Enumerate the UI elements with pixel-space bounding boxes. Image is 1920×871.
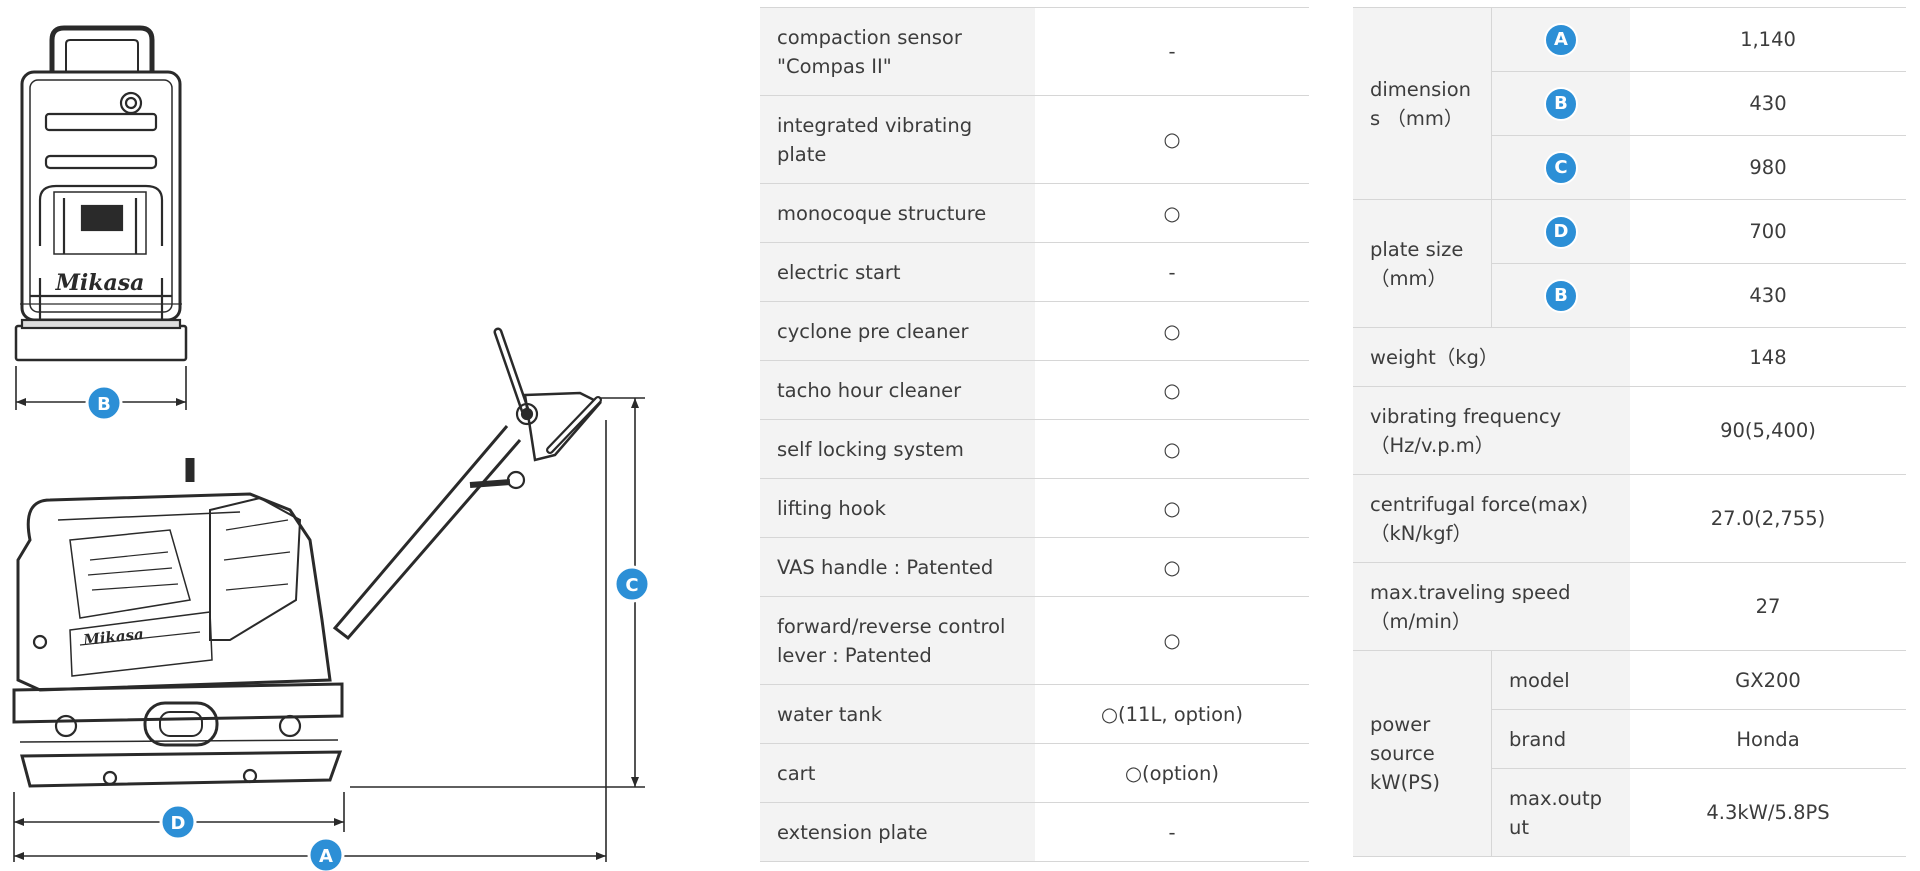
power-sub-value: Honda — [1630, 709, 1906, 769]
table-row: centrifugal force(max) （kN/kgf） 27.0(2,7… — [1353, 474, 1906, 563]
table-row: electric start - — [760, 242, 1309, 302]
badge-d: D — [1544, 214, 1578, 249]
dimension-value: 430 — [1630, 71, 1906, 136]
dimensions-label: dimension s （mm） — [1353, 7, 1492, 200]
dimension-badge-cell: B — [1491, 71, 1630, 136]
feature-label: extension plate — [760, 802, 1035, 862]
feature-value: ○ — [1035, 301, 1309, 361]
feature-label: monocoque structure — [760, 183, 1035, 243]
plate-badge-cell: B — [1491, 263, 1630, 328]
max-traveling-speed-label: max.traveling speed （m/min） — [1353, 562, 1630, 651]
power-sub-value: 4.3kW/5.8PS — [1630, 768, 1906, 857]
badge-c-label: C — [625, 575, 638, 596]
table-row: cart ○(option) — [760, 743, 1309, 803]
power-sub-label: brand — [1491, 709, 1630, 769]
table-row: self locking system ○ — [760, 419, 1309, 479]
feature-label: VAS handle : Patented — [760, 537, 1035, 597]
table-row: lifting hook ○ — [760, 478, 1309, 538]
badge-b: B — [1544, 278, 1578, 313]
feature-label: water tank — [760, 684, 1035, 744]
feature-value: ○ — [1035, 183, 1309, 243]
mikasa-logo-side: Mikasa — [81, 625, 144, 649]
table-row: monocoque structure ○ — [760, 183, 1309, 243]
centrifugal-force-label: centrifugal force(max) （kN/kgf） — [1353, 474, 1630, 563]
table-row: vibrating frequency （Hz/v.p.m） 90(5,400) — [1353, 386, 1906, 475]
side-view — [12, 327, 602, 788]
weight-value: 148 — [1630, 327, 1906, 387]
plate-size-value: 430 — [1630, 263, 1906, 328]
table-row: compaction sensor "Compas II" - — [760, 7, 1309, 96]
badge-d-label: D — [171, 813, 186, 834]
table-row: max.traveling speed （m/min） 27 — [1353, 562, 1906, 651]
table-row: integrated vibrating plate ○ — [760, 95, 1309, 184]
specs-table: dimension s （mm） A 1,140 B 430 C 980 pla… — [1353, 7, 1906, 857]
power-sub-label: model — [1491, 650, 1630, 710]
table-row: brand Honda — [1353, 709, 1906, 769]
plate-size-label: plate size （mm） — [1353, 199, 1492, 328]
feature-value: - — [1035, 7, 1309, 96]
dimension-value: 1,140 — [1630, 7, 1906, 72]
front-view — [14, 25, 188, 362]
table-row: forward/reverse control lever : Patented… — [760, 596, 1309, 685]
table-row: weight（kg） 148 — [1353, 327, 1906, 387]
vibrating-frequency-value: 90(5,400) — [1630, 386, 1906, 475]
vibrating-frequency-label: vibrating frequency （Hz/v.p.m） — [1353, 386, 1630, 475]
feature-value: ○ — [1035, 360, 1309, 420]
weight-label: weight（kg） — [1353, 327, 1630, 387]
power-sub-label: max.outp ut — [1491, 768, 1630, 857]
feature-value: - — [1035, 802, 1309, 862]
feature-label: compaction sensor "Compas II" — [760, 7, 1035, 96]
plate-size-value: 700 — [1630, 199, 1906, 264]
feature-value: ○ — [1035, 95, 1309, 184]
mikasa-logo-front: Mikasa — [55, 270, 145, 296]
plate-badge-cell: D — [1491, 199, 1630, 264]
centrifugal-force-value: 27.0(2,755) — [1630, 474, 1906, 563]
badge-b-label: B — [97, 394, 111, 415]
feature-label: self locking system — [760, 419, 1035, 479]
table-row: max.outp ut 4.3kW/5.8PS — [1353, 768, 1906, 857]
feature-value: ○(option) — [1035, 743, 1309, 803]
power-sub-value: GX200 — [1630, 650, 1906, 710]
feature-label: tacho hour cleaner — [760, 360, 1035, 420]
table-row: tacho hour cleaner ○ — [760, 360, 1309, 420]
table-row: C 980 — [1353, 135, 1906, 200]
table-row: extension plate - — [760, 802, 1309, 862]
badge-a-label: A — [319, 846, 333, 867]
feature-label: electric start — [760, 242, 1035, 302]
feature-value: - — [1035, 242, 1309, 302]
feature-value: ○ — [1035, 596, 1309, 685]
table-row: power source kW(PS) model GX200 — [1353, 650, 1906, 857]
table-row: plate size （mm） D 700 — [1353, 199, 1906, 328]
feature-label: lifting hook — [760, 478, 1035, 538]
badge-b: B — [1544, 86, 1578, 121]
table-row: water tank ○(11L, option) — [760, 684, 1309, 744]
dimension-value: 980 — [1630, 135, 1906, 200]
table-row: cyclone pre cleaner ○ — [760, 301, 1309, 361]
feature-value: ○ — [1035, 478, 1309, 538]
table-row: B 430 — [1353, 71, 1906, 136]
table-row: B 430 — [1353, 263, 1906, 328]
machine-drawing: Mikasa Mikasa B C D A — [12, 25, 651, 871]
dimension-badge-cell: A — [1491, 7, 1630, 72]
feature-label: forward/reverse control lever : Patented — [760, 596, 1035, 685]
dimension-badge-cell: C — [1491, 135, 1630, 200]
max-traveling-speed-value: 27 — [1630, 562, 1906, 651]
badge-c: C — [1544, 150, 1578, 185]
features-table: compaction sensor "Compas II" - integrat… — [760, 7, 1309, 862]
feature-value: ○ — [1035, 419, 1309, 479]
table-row: VAS handle : Patented ○ — [760, 537, 1309, 597]
feature-label: cyclone pre cleaner — [760, 301, 1035, 361]
feature-value: ○(11L, option) — [1035, 684, 1309, 744]
feature-label: cart — [760, 743, 1035, 803]
feature-label: integrated vibrating plate — [760, 95, 1035, 184]
table-row: dimension s （mm） A 1,140 — [1353, 7, 1906, 200]
badge-a: A — [1544, 22, 1578, 57]
power-source-label: power source kW(PS) — [1353, 650, 1492, 857]
feature-value: ○ — [1035, 537, 1309, 597]
